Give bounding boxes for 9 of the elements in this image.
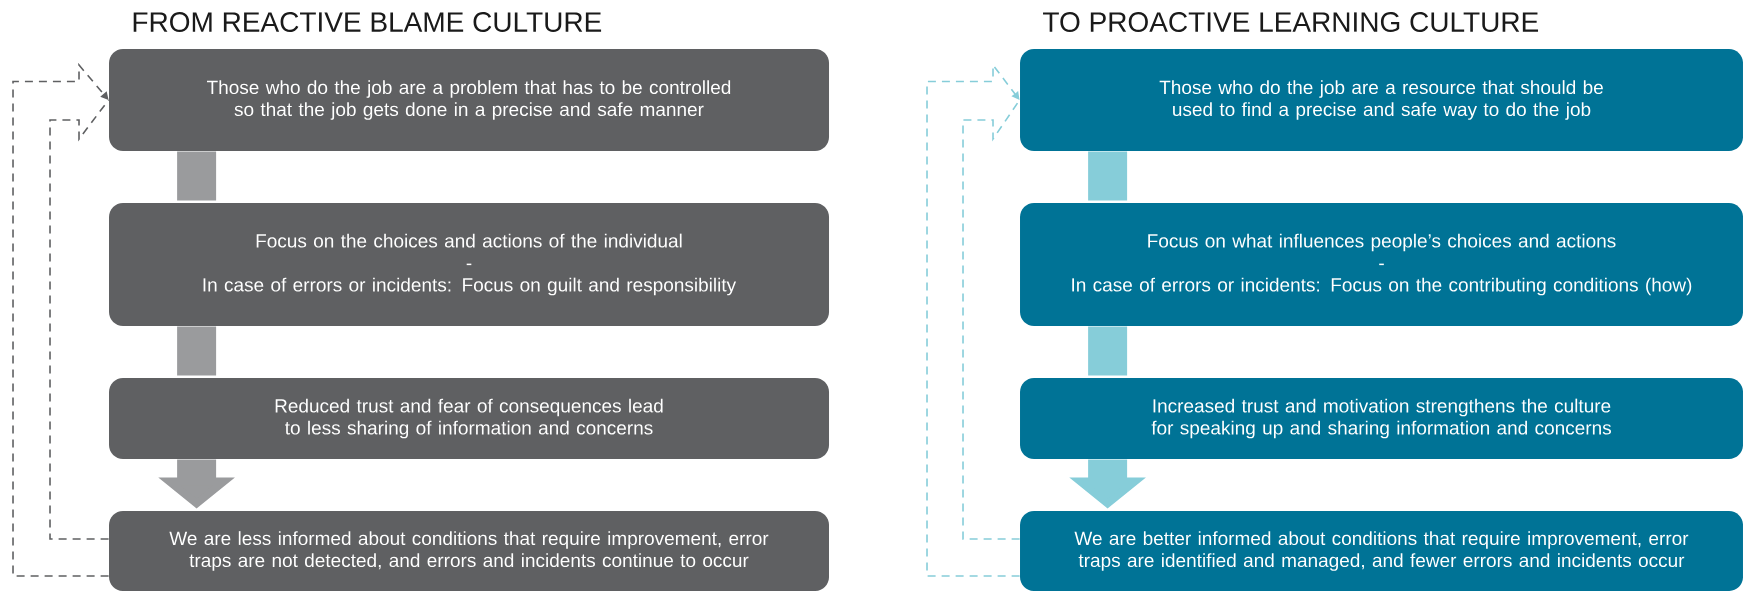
process-box: Reduced trust and fear of consequences lead to less sharing of information and concerns <box>109 378 829 459</box>
process-box: We are better informed about conditions that require improvement, error traps are identified and managed, and fewer errors and incidents occur <box>1020 511 1743 591</box>
process-box: Focus on the choices and actions of the individual - In case of errors or incidents: Focus on guilt and responsibility <box>109 203 829 326</box>
process-box: Those who do the job are a resource that should be used to find a precise and safe way to do the job <box>1020 49 1743 151</box>
process-box: Focus on what influences people’s choices and actions - In case of errors or incidents: Focus on the contributing conditions (how) <box>1020 203 1743 326</box>
feedback-arrow <box>12 62 110 577</box>
process-box: Increased trust and motivation strengthens the culture for speaking up and sharing information and concerns <box>1020 378 1743 459</box>
process-box: We are less informed about conditions that require improvement, error traps are not detected, and errors and incidents continue to occur <box>109 511 829 591</box>
process-box: Those who do the job are a problem that has to be controlled so that the job gets done in a precise and safe manner <box>109 49 829 151</box>
